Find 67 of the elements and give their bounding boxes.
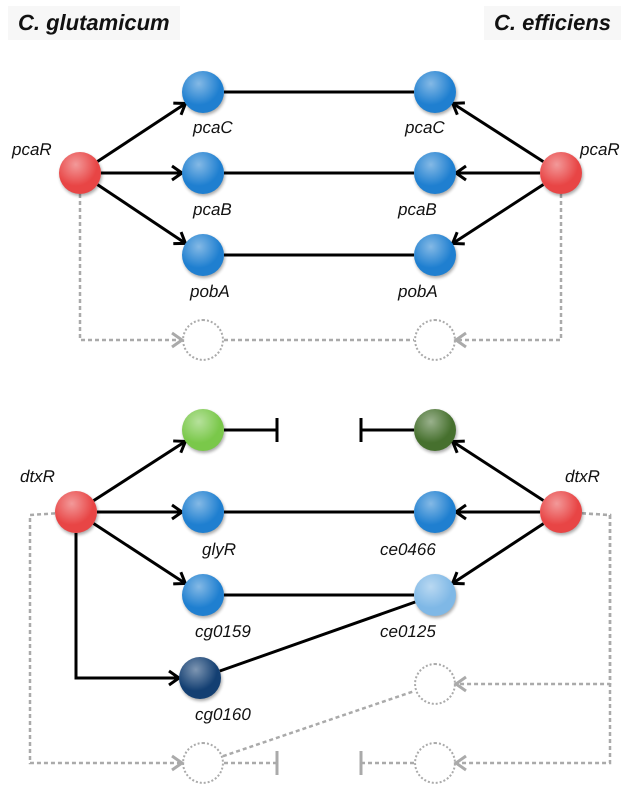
gene-label: pcaC [193, 118, 233, 138]
gene-circle [414, 71, 456, 113]
arrow [96, 102, 187, 163]
connector-line [224, 90, 414, 94]
gene-circle [182, 152, 224, 194]
gene-circle [55, 491, 97, 533]
dashed-gene-circle [414, 663, 456, 705]
arrow [74, 533, 180, 686]
gene-label: pobA [190, 282, 230, 302]
inhibition-line [360, 416, 414, 444]
species-heading: C. efficiens [484, 6, 621, 40]
arrow [454, 512, 612, 772]
gene-circle [182, 234, 224, 276]
gene-label: dtxR [20, 467, 55, 487]
arrow [92, 522, 187, 586]
connector-line [224, 594, 414, 596]
arrow [454, 504, 540, 520]
arrow [96, 183, 187, 246]
gene-label: pcaR [580, 140, 620, 160]
arrow [28, 512, 184, 772]
arrow [97, 504, 184, 520]
connector-line [224, 510, 414, 514]
gene-circle [414, 234, 456, 276]
gene-label: glyR [202, 540, 236, 560]
connector-line [224, 254, 414, 256]
dashed-gene-circle [414, 319, 456, 361]
arrow [451, 522, 544, 586]
gene-label: pcaC [405, 118, 445, 138]
connector-line [224, 172, 414, 174]
gene-label: ce0125 [380, 622, 436, 642]
dashed-gene-circle [414, 742, 456, 784]
arrow [454, 194, 562, 348]
arrow [101, 164, 184, 182]
dashed-gene-circle [182, 319, 224, 361]
gene-circle [414, 491, 456, 533]
gene-label: pcaB [193, 200, 232, 220]
arrow [92, 439, 187, 502]
arrow [451, 183, 544, 246]
gene-circle [414, 574, 456, 616]
species-heading: C. glutamicum [8, 6, 180, 40]
inhibition-line [360, 750, 414, 776]
gene-circle [59, 152, 101, 194]
gene-circle [182, 491, 224, 533]
arrow [451, 440, 544, 502]
gene-circle [414, 409, 456, 451]
gene-circle [414, 152, 456, 194]
gene-label: pcaB [398, 200, 437, 220]
gene-circle [179, 657, 221, 699]
gene-circle [182, 71, 224, 113]
inhibition-line [224, 750, 278, 776]
gene-label: cg0160 [195, 705, 251, 725]
dashed-gene-circle [182, 742, 224, 784]
gene-label: cg0159 [195, 622, 251, 642]
arrow [454, 164, 540, 182]
gene-label: pobA [398, 282, 438, 302]
connector-line [224, 338, 414, 342]
arrow [451, 101, 544, 163]
gene-label: ce0466 [380, 540, 436, 560]
gene-label: pcaR [12, 140, 52, 160]
connector-line [222, 690, 416, 758]
gene-circle [182, 409, 224, 451]
inhibition-line [224, 416, 278, 444]
gene-circle [540, 491, 582, 533]
connector-line [219, 600, 416, 672]
arrow [78, 194, 184, 348]
gene-label: dtxR [565, 467, 600, 487]
gene-circle [182, 574, 224, 616]
